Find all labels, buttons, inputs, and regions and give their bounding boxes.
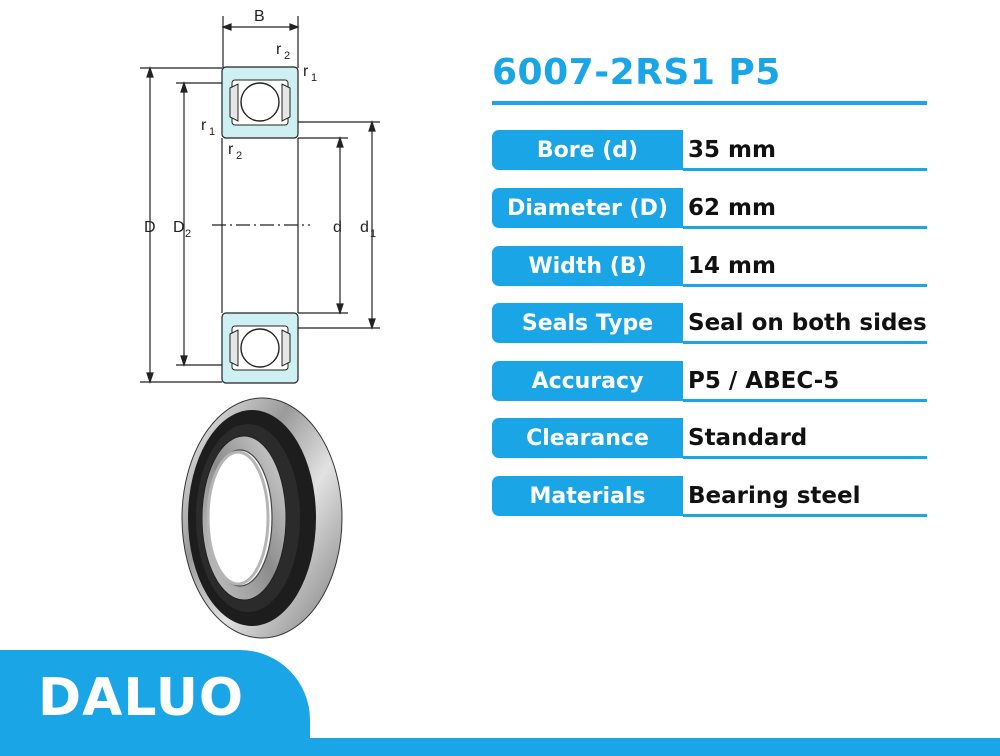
spec-value: Bearing steel bbox=[688, 483, 861, 509]
spec-value: 14 mm bbox=[688, 253, 776, 279]
label-D2-sub: 2 bbox=[185, 228, 191, 240]
spec-divider bbox=[683, 456, 927, 459]
spec-value: Standard bbox=[688, 425, 808, 451]
label-r2-top: r bbox=[276, 41, 282, 58]
spec-value: 35 mm bbox=[688, 137, 776, 163]
bearing-product-image bbox=[181, 397, 343, 639]
spec-value: 62 mm bbox=[688, 195, 776, 221]
spec-row-materials: Materials Bearing steel bbox=[492, 476, 927, 520]
bottom-ring-section bbox=[221, 312, 299, 384]
product-title: 6007-2RS1 P5 bbox=[492, 52, 781, 93]
label-D2: D bbox=[173, 219, 185, 236]
label-r1-top: r bbox=[303, 63, 309, 80]
spec-label: Seals Type bbox=[492, 303, 683, 343]
bearing-cross-section-diagram: B r 2 r 1 r 1 r 2 D D 2 d d 1 bbox=[140, 8, 380, 384]
spec-value: P5 / ABEC-5 bbox=[688, 368, 840, 394]
label-r2-left: r bbox=[228, 141, 234, 158]
brand-badge bbox=[0, 650, 310, 756]
spec-label: Materials bbox=[492, 476, 683, 516]
top-ring-section bbox=[221, 66, 299, 139]
spec-label: Diameter (D) bbox=[492, 188, 683, 228]
spec-label: Clearance bbox=[492, 418, 683, 458]
brand-name: DALUO bbox=[38, 668, 245, 728]
spec-row-clearance: Clearance Standard bbox=[492, 418, 927, 462]
spec-divider bbox=[683, 226, 927, 229]
spec-divider bbox=[683, 399, 927, 402]
label-r2-top-sub: 2 bbox=[284, 50, 290, 62]
spec-divider bbox=[683, 341, 927, 344]
label-B: B bbox=[254, 8, 265, 25]
label-d: d bbox=[333, 219, 342, 236]
title-underline bbox=[492, 101, 927, 105]
label-d1-sub: 1 bbox=[370, 228, 376, 240]
spec-row-width: Width (B) 14 mm bbox=[492, 246, 927, 290]
label-r1-top-sub: 1 bbox=[311, 72, 317, 84]
spec-label: Width (B) bbox=[492, 246, 683, 286]
label-d1: d bbox=[360, 219, 369, 236]
spec-row-accuracy: Accuracy P5 / ABEC-5 bbox=[492, 361, 927, 405]
spec-row-bore: Bore (d) 35 mm bbox=[492, 130, 927, 174]
spec-divider bbox=[683, 168, 927, 171]
label-D: D bbox=[144, 219, 156, 236]
spec-value: Seal on both sides bbox=[688, 310, 927, 336]
spec-row-diameter: Diameter (D) 62 mm bbox=[492, 188, 927, 232]
label-r1-left-sub: 1 bbox=[209, 126, 215, 138]
spec-divider bbox=[683, 514, 927, 517]
label-r2-left-sub: 2 bbox=[236, 150, 242, 162]
spec-divider bbox=[683, 284, 927, 287]
spec-label: Accuracy bbox=[492, 361, 683, 401]
spec-label: Bore (d) bbox=[492, 130, 683, 170]
spec-row-seals-type: Seals Type Seal on both sides bbox=[492, 303, 927, 347]
label-r1-left: r bbox=[201, 117, 207, 134]
